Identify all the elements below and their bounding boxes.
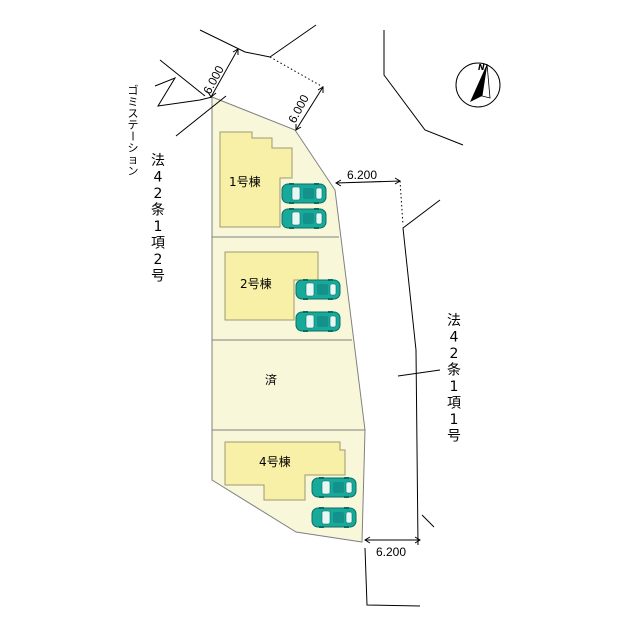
vertical-char: ー xyxy=(126,130,139,141)
arrowhead xyxy=(414,536,421,544)
car-icon xyxy=(281,207,327,230)
car-icon xyxy=(295,310,341,333)
vertical-char: ミ xyxy=(128,96,139,109)
garbage-station-marker xyxy=(154,76,213,107)
road-edge xyxy=(199,29,271,58)
road-edge xyxy=(159,59,206,97)
building-1 xyxy=(219,131,293,228)
dimension-guide xyxy=(399,180,404,226)
vertical-char: 号 xyxy=(447,429,461,445)
vertical-char: 1 xyxy=(450,379,459,395)
road-edge xyxy=(421,514,435,528)
vertical-char: 4 xyxy=(450,330,459,346)
dimension-top-right: 6.000 xyxy=(285,92,312,125)
car-icon xyxy=(311,476,357,499)
vertical-char: テ xyxy=(128,119,139,132)
road-edge xyxy=(397,369,441,377)
vertical-char: 法 xyxy=(447,313,461,329)
vertical-char: 2 xyxy=(154,252,163,268)
north-letter: N xyxy=(478,63,485,72)
vertical-char: 条 xyxy=(151,202,165,219)
north-arrow-icon: N xyxy=(455,62,501,108)
vertical-char: 1 xyxy=(450,412,459,428)
road-edge xyxy=(364,547,421,607)
building-2 xyxy=(224,251,319,321)
lot-3-label: 済 xyxy=(265,372,277,387)
arrowhead xyxy=(317,86,324,93)
vertical-char: ン xyxy=(128,165,139,178)
arrowhead xyxy=(207,91,217,98)
dimension-top-left: 6.000 xyxy=(200,63,227,96)
road-edge xyxy=(402,199,441,546)
vertical-char: 1 xyxy=(154,219,163,235)
arrowhead xyxy=(232,48,239,55)
vertical-char: ス xyxy=(128,107,139,120)
vertical-char: 項 xyxy=(447,396,461,412)
building-4 xyxy=(224,441,346,501)
vertical-char: 法 xyxy=(151,153,165,169)
car-icon xyxy=(295,278,341,301)
vertical-char: 条 xyxy=(447,362,461,379)
road-edge xyxy=(383,30,464,146)
arrowhead xyxy=(295,124,302,131)
vertical-char: シ xyxy=(128,142,139,155)
dimension-right-upper: 6.200 xyxy=(347,168,377,182)
vertical-char: 項 xyxy=(151,236,165,252)
road-edge xyxy=(269,24,317,58)
dimension-arrow xyxy=(295,86,324,131)
lot-4-label: 4号棟 xyxy=(259,454,291,469)
vertical-char: ゴ xyxy=(128,83,139,97)
vertical-char: 2 xyxy=(154,186,163,202)
arrowhead xyxy=(364,536,371,544)
vertical-char: 4 xyxy=(154,170,163,186)
lot-2-label: 2号棟 xyxy=(240,276,272,291)
road-edge xyxy=(175,95,227,137)
arrowhead xyxy=(335,179,342,187)
dimension-arrow xyxy=(335,180,401,184)
vertical-char: 号 xyxy=(151,269,165,285)
lot-1-label: 1号棟 xyxy=(229,174,261,189)
vertical-char: ョ xyxy=(128,153,139,166)
dimension-guide xyxy=(269,56,324,88)
dimension-right-lower: 6.200 xyxy=(376,545,406,559)
car-icon xyxy=(311,506,357,529)
dimension-arrow xyxy=(210,48,239,98)
car-icon xyxy=(281,182,327,205)
vertical-char: 2 xyxy=(450,346,459,362)
